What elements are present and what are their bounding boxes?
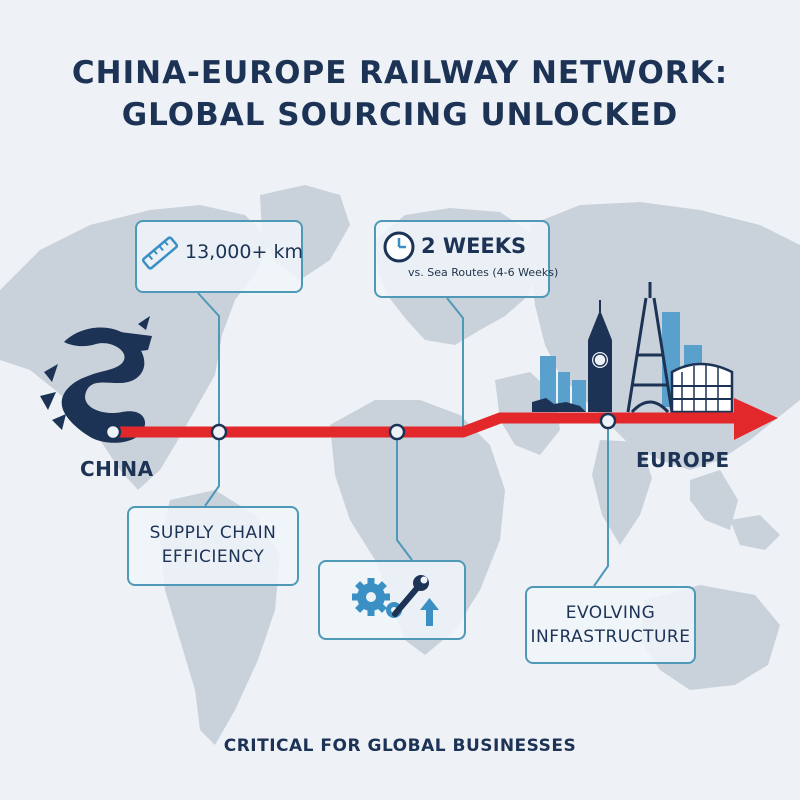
duration-connector	[446, 297, 464, 428]
railway-route-line	[110, 412, 738, 438]
wrench-icon	[392, 575, 429, 617]
tools-node	[388, 423, 406, 441]
infrastructure-node	[599, 412, 617, 430]
infrastructure-connector	[593, 428, 609, 587]
page-title: CHINA-EUROPE RAILWAY NETWORK: GLOBAL SOU…	[0, 52, 800, 136]
infrastructure-line-1: EVOLVING	[565, 603, 656, 623]
supply-chain-callout	[127, 506, 299, 586]
destination-label: EUROPE	[636, 448, 730, 472]
origin-label: CHINA	[80, 457, 154, 481]
distance-connector	[197, 292, 220, 428]
distance-value: 13,000+ km	[185, 241, 303, 263]
infrastructure-label: EVOLVING INFRASTRUCTURE	[525, 601, 696, 649]
distance-callout	[135, 220, 303, 293]
clock-icon	[383, 231, 415, 263]
tools-connector	[396, 436, 413, 561]
gears-icon	[352, 578, 402, 618]
duration-value: 2 WEEKS	[421, 234, 527, 258]
distance-node	[210, 423, 228, 441]
infrastructure-callout	[525, 586, 696, 664]
supply-chain-line-2: EFFICIENCY	[161, 547, 265, 567]
europe-landmarks	[532, 282, 734, 414]
ruler-icon	[141, 236, 179, 270]
up-arrow-icon	[420, 598, 439, 626]
supply-chain-label: SUPPLY CHAIN EFFICIENCY	[127, 521, 299, 569]
supply-chain-connector	[204, 436, 220, 507]
big-ben-icon	[588, 300, 612, 412]
colosseum-icon	[670, 362, 734, 414]
tools-callout	[318, 560, 466, 640]
origin-node	[104, 423, 122, 441]
title-line-2: GLOBAL SOURCING UNLOCKED	[121, 97, 679, 133]
infrastructure-line-2: INFRASTRUCTURE	[530, 627, 691, 647]
title-line-1: CHINA-EUROPE RAILWAY NETWORK:	[71, 55, 729, 91]
route-arrowhead	[734, 398, 778, 440]
duration-comparison: vs. Sea Routes (4-6 Weeks)	[408, 266, 559, 279]
footer-tagline: CRITICAL FOR GLOBAL BUSINESSES	[223, 736, 577, 756]
supply-chain-line-1: SUPPLY CHAIN	[149, 523, 277, 543]
dragon-icon	[40, 316, 152, 443]
eiffel-tower-icon	[626, 282, 674, 414]
